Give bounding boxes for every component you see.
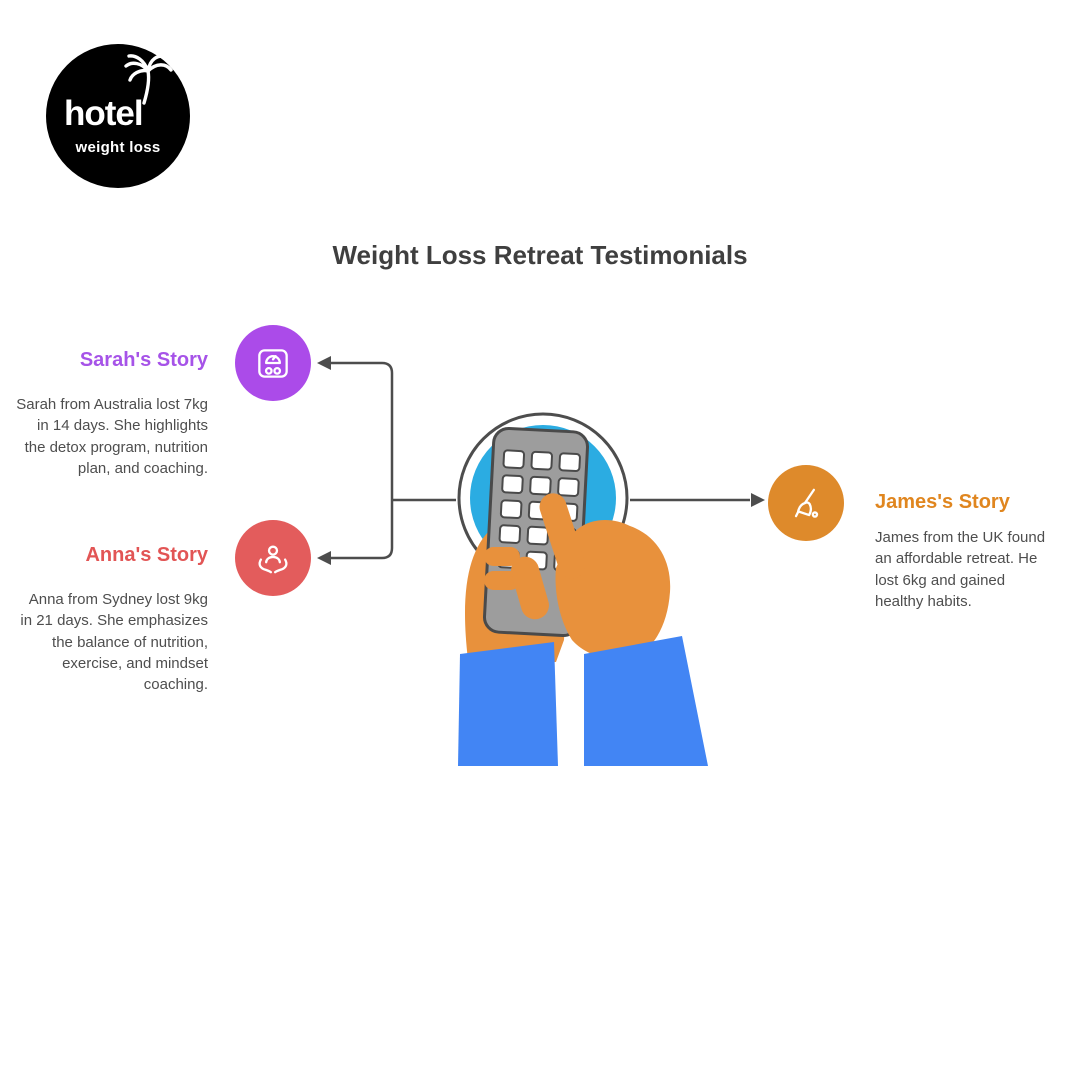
right-hand: [555, 520, 671, 659]
brand-logo: hotel weight loss: [46, 44, 190, 188]
testimonial-body-james: James from the UK found an affordable re…: [875, 529, 1046, 610]
logo-text-weight-loss: weight loss: [75, 139, 161, 156]
testimonial-body-anna: Anna from Sydney lost 9kg in 21 days. Sh…: [20, 591, 208, 694]
arrowhead-icons: [317, 356, 765, 565]
weight-scale-icon: [235, 325, 311, 401]
testimonial-heading-sarah: Sarah's Story: [79, 349, 208, 371]
connector-lines: [330, 361, 750, 560]
left-sleeve: [458, 642, 558, 766]
palm-tree-icon: [124, 54, 173, 105]
broom-icon: [768, 465, 844, 541]
right-sleeve: [584, 636, 708, 766]
hands-phone-illustration: [457, 412, 708, 766]
testimonial-heading-james: James's Story: [875, 491, 1010, 513]
phone-keypad: [482, 426, 590, 638]
pointing-finger: [539, 493, 586, 579]
person-in-hands-icon: [235, 520, 311, 596]
testimonial-body-sarah: Sarah from Australia lost 7kg in 14 days…: [16, 396, 208, 477]
left-hand: [465, 516, 569, 662]
testimonial-heading-anna: Anna's Story: [85, 544, 208, 566]
page-title: Weight Loss Retreat Testimonials: [332, 240, 748, 270]
logo-text-hotel: hotel: [64, 94, 144, 133]
